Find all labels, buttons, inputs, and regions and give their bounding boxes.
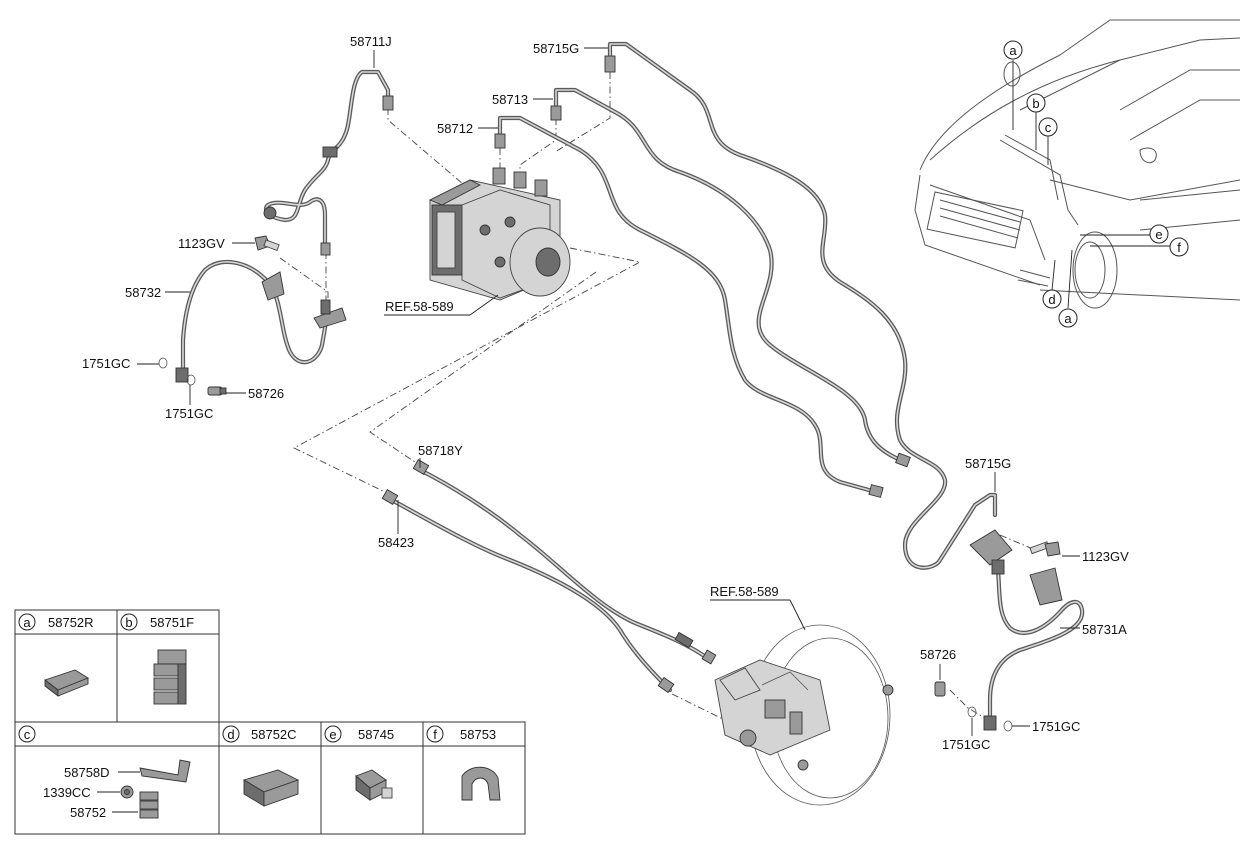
- label-58732: 58732: [125, 285, 161, 300]
- label-1751GC-d: 1751GC: [1032, 719, 1080, 734]
- label-1751GC-b: 1751GC: [165, 406, 213, 421]
- vehicle-callout-e: e: [1155, 227, 1162, 242]
- legend-c-58758D: 58758D: [64, 765, 110, 780]
- washers-left: [158, 357, 196, 386]
- label-1123GV-left: 1123GV: [178, 236, 225, 251]
- clip-58751F: [157, 649, 187, 665]
- label-58726-right: 58726: [920, 647, 956, 662]
- legend-cell-e: e 58745: [324, 725, 394, 801]
- vehicle-callout-f: f: [1177, 240, 1181, 255]
- legend-letter-a: a: [23, 615, 31, 630]
- label-58715G-top: 58715G: [533, 41, 579, 56]
- clip-58753: [461, 766, 501, 801]
- legend-letter-d: d: [227, 727, 234, 742]
- vehicle-callout-b: b: [1032, 96, 1039, 111]
- ref-label-upper: REF.58-589: [385, 299, 454, 314]
- label-58731A: 58731A: [1082, 622, 1127, 637]
- label-58711J: 58711J: [350, 34, 392, 49]
- legend-cell-d: d 58752C: [222, 725, 300, 807]
- label-58712: 58712: [437, 121, 473, 136]
- bleeder-58726-left: [207, 386, 227, 396]
- legend-c-1339CC: 1339CC: [43, 785, 91, 800]
- label-58713: 58713: [492, 92, 528, 107]
- abs-modulator-unit: [428, 167, 571, 301]
- vehicle-callout-c: c: [1045, 120, 1052, 135]
- legend-letter-b: b: [125, 615, 132, 630]
- brake-tube-58712: [494, 115, 884, 498]
- legend-letter-e: e: [329, 727, 336, 742]
- label-58715G-right: 58715G: [965, 456, 1011, 471]
- connection-lines: [279, 72, 1041, 726]
- vehicle-callout-d: d: [1048, 292, 1055, 307]
- label-58718Y: 58718Y: [418, 443, 463, 458]
- ref-label-lower: REF.58-589: [710, 584, 779, 599]
- legend-part-d: 58752C: [251, 727, 297, 742]
- bleeder-58726-right: [934, 681, 946, 697]
- vehicle-callout-a-bottom: a: [1064, 311, 1072, 326]
- legend-cell-c: c 58758D 1339CC 58752: [18, 725, 191, 820]
- legend-letter-c: c: [24, 727, 31, 742]
- bolt-1123GV-left: [254, 235, 280, 252]
- legend-part-a: 58752R: [48, 615, 94, 630]
- legend-letter-f: f: [433, 727, 437, 742]
- brake-tube-58715G: [604, 41, 998, 570]
- label-1751GC-a: 1751GC: [82, 356, 130, 371]
- clip-58752: [139, 791, 159, 819]
- label-1751GC-c: 1751GC: [942, 737, 990, 752]
- vehicle-callouts: a b c e f d a: [1003, 40, 1189, 328]
- vehicle-callout-a-top: a: [1009, 43, 1017, 58]
- legend-cell-b: b 58751F: [120, 613, 194, 705]
- label-1123GV-right: 1123GV: [1082, 549, 1129, 564]
- label-58726-left: 58726: [248, 386, 284, 401]
- legend-cell-a: a 58752R: [18, 613, 94, 697]
- brake-tube-58711J: [263, 69, 394, 256]
- vehicle-illustration: [914, 19, 1240, 309]
- legend-table: a 58752R b 58751F c 58758D 1339CC 58752: [14, 609, 526, 835]
- legend-part-b: 58751F: [150, 615, 194, 630]
- bracket-58758D: [139, 759, 191, 783]
- legend-c-58752: 58752: [70, 805, 106, 820]
- bolt-1123GV-right: [1029, 541, 1061, 557]
- brake-tube-58713: [550, 87, 911, 468]
- part-labels: 58711J 58715G 58713 58712 1123GV 58732 1…: [82, 34, 1129, 752]
- brake-booster-assembly: [714, 624, 894, 806]
- brake-tube-58718Y: [412, 459, 717, 665]
- legend-part-f: 58753: [460, 727, 496, 742]
- brake-tube-58423: [381, 489, 675, 694]
- brake-hose-58731A: [969, 529, 1085, 731]
- legend-cell-f: f 58753: [426, 725, 501, 801]
- legend-part-e: 58745: [358, 727, 394, 742]
- brake-hose-58732: [175, 259, 347, 383]
- label-58423: 58423: [378, 535, 414, 550]
